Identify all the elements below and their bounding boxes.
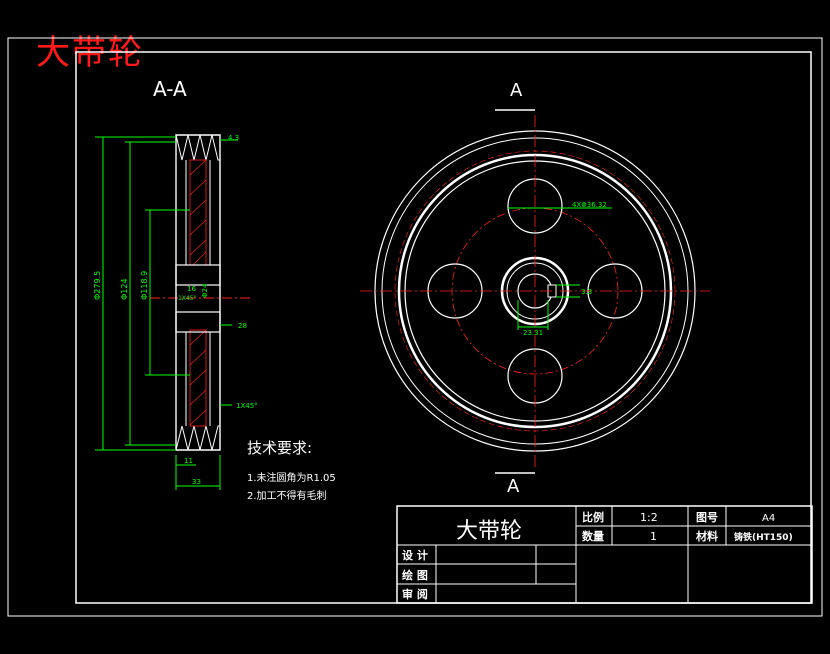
material-label: 材料 — [696, 529, 718, 543]
material-value: 铸铁(HT150) — [734, 531, 793, 543]
drawing-label: 绘 图 — [402, 568, 428, 582]
drawing-no-value: A4 — [762, 513, 775, 524]
design-label: 设 计 — [402, 548, 428, 562]
qty-value: 1 — [650, 530, 657, 543]
page-title: 大带轮 — [36, 33, 144, 73]
title-block — [396, 505, 813, 604]
dim-hole-pattern: 4XΦ36.32 — [572, 201, 607, 209]
section-dimensions — [95, 136, 238, 490]
title-block-name: 大带轮 — [456, 519, 522, 544]
dim-keyway: 28 — [238, 322, 247, 330]
dim-keyway-width: 3.3 — [581, 288, 592, 296]
review-label: 审 阅 — [402, 587, 428, 601]
section-view — [150, 134, 250, 451]
tech-line-2: 2.加工不得有毛刺 — [247, 489, 327, 502]
outer-border — [7, 37, 823, 617]
dim-groove-width: 11 — [184, 457, 193, 465]
dim-bore-diameter: Φ24 — [201, 283, 209, 298]
tech-heading: 技术要求: — [247, 439, 312, 457]
dim-hub-chamfer: 1X45° — [178, 295, 197, 302]
dim-keyway-depth: 23.31 — [523, 329, 543, 337]
dim-outer-diameter: Φ279.5 — [93, 271, 102, 300]
dim-web-diameter: Φ118.9 — [140, 271, 149, 300]
drawing-no-label: 图号 — [696, 511, 718, 524]
scale-value: 1:2 — [640, 511, 658, 524]
section-label: A-A — [153, 77, 187, 101]
dim-rim-chamfer: 1X45° — [236, 402, 258, 410]
section-mark-bottom: A — [507, 476, 520, 497]
dim-hub-width: 16 — [187, 285, 196, 293]
dim-rim-width: 33 — [192, 478, 201, 486]
front-view: A A — [360, 80, 710, 497]
section-mark-top: A — [510, 80, 523, 101]
tech-line-1: 1.未注圆角为R1.05 — [247, 471, 336, 484]
qty-label: 数量 — [582, 529, 604, 543]
front-dimensions — [508, 207, 612, 330]
scale-label: 比例 — [582, 510, 604, 524]
dim-pitch-diameter: Φ124 — [120, 278, 129, 300]
dim-groove-angle: 4.3 — [228, 134, 239, 142]
